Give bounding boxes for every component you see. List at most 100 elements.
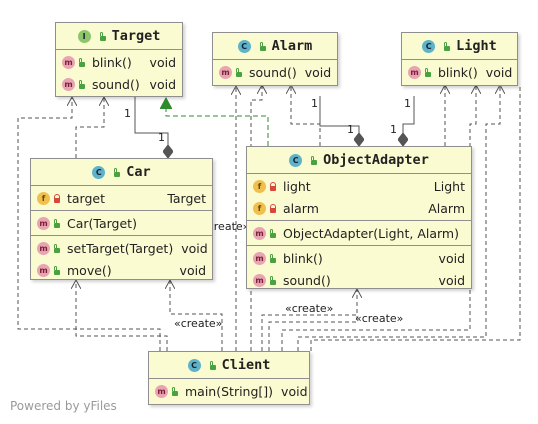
- edge-client-light-dependency-2: [297, 85, 500, 351]
- edge-client-light-dependency-3: [310, 85, 521, 351]
- public-visibility-icon: [443, 41, 451, 51]
- methods-section: m sound() void: [213, 60, 337, 84]
- field-type: Target: [167, 190, 206, 206]
- method-row[interactable]: m blink() void: [402, 61, 517, 83]
- methods-section: m blink() void m sound() void: [247, 246, 471, 292]
- method-row[interactable]: m sound() void: [56, 73, 182, 95]
- constructor-row[interactable]: m ObjectAdapter(Light, Alarm): [247, 222, 471, 244]
- class-icon: C: [422, 39, 436, 53]
- footer-powered-by: Powered by yFiles: [10, 399, 117, 413]
- public-visibility-icon: [424, 67, 432, 77]
- class-icon: C: [187, 358, 201, 372]
- method-row[interactable]: m blink() void: [56, 51, 182, 73]
- method-name: sound(): [249, 64, 297, 80]
- fields-section: f target Target: [31, 186, 212, 211]
- method-name: move(): [67, 262, 112, 278]
- field-row[interactable]: f alarm Alarm: [247, 197, 471, 219]
- edge-adapter-target-realization: [166, 98, 269, 146]
- public-visibility-icon: [310, 155, 318, 165]
- method-row[interactable]: m sound() void: [247, 269, 471, 291]
- method-row[interactable]: m sound() void: [213, 61, 337, 83]
- class-header: C Car: [31, 159, 212, 186]
- method-icon: m: [253, 226, 266, 240]
- multiplicity-adapter-light-top: 1: [404, 97, 411, 110]
- create-label-car-target: «create»: [201, 220, 250, 233]
- constructors-section: m Car(Target): [31, 211, 212, 236]
- method-type: void: [304, 64, 332, 80]
- method-name: sound(): [92, 76, 140, 92]
- edge-adapter-light-composition: [403, 96, 415, 146]
- class-car[interactable]: C Car f target Target m Car(Target) m se…: [30, 158, 213, 280]
- methods-section: m blink() void m sound() void: [56, 50, 182, 96]
- edge-client-car-dependency: [170, 280, 223, 351]
- private-visibility-icon: [53, 193, 61, 203]
- method-name: blink(): [283, 250, 323, 266]
- public-visibility-icon: [53, 243, 61, 253]
- method-row[interactable]: m move() void: [31, 259, 212, 281]
- class-target[interactable]: I Target m blink() void m sound() void: [55, 22, 183, 97]
- method-type: void: [438, 250, 465, 266]
- class-header: I Target: [56, 23, 182, 50]
- method-row[interactable]: m main(String[]) void: [149, 380, 309, 402]
- class-object-adapter[interactable]: C ObjectAdapter f light Light f alarm Al…: [246, 146, 472, 289]
- class-header: C Light: [402, 33, 517, 60]
- methods-section: m setTarget(Target) void m move() void: [31, 236, 212, 282]
- field-icon: f: [253, 179, 266, 193]
- field-row[interactable]: f target Target: [31, 187, 212, 209]
- field-icon: f: [37, 191, 50, 205]
- private-visibility-icon: [269, 181, 277, 191]
- method-icon: m: [155, 384, 168, 398]
- public-visibility-icon: [78, 57, 86, 67]
- public-visibility-icon: [99, 31, 107, 41]
- field-row[interactable]: f light Light: [247, 175, 471, 197]
- method-name: sound(): [283, 272, 331, 288]
- method-type: void: [438, 272, 465, 288]
- method-type: void: [485, 64, 513, 80]
- field-type: Light: [433, 178, 465, 194]
- method-icon: m: [37, 263, 50, 277]
- edge-client-alarm-dependency-2: [250, 85, 262, 351]
- method-type: void: [181, 240, 208, 256]
- class-name: Target: [111, 28, 161, 44]
- method-name: setTarget(Target): [67, 240, 174, 256]
- edge-client-car-create: [76, 280, 168, 351]
- method-icon: m: [253, 251, 266, 265]
- class-alarm[interactable]: C Alarm m sound() void: [212, 32, 338, 86]
- class-icon: C: [237, 39, 251, 53]
- class-light[interactable]: C Light m blink() void: [401, 32, 518, 86]
- field-type: Alarm: [428, 200, 465, 216]
- public-visibility-icon: [235, 67, 243, 77]
- create-label-client-adapter: «create»: [285, 302, 334, 315]
- multiplicity-adapter-alarm-top: 1: [311, 97, 318, 110]
- public-visibility-icon: [78, 79, 86, 89]
- public-visibility-icon: [269, 253, 277, 263]
- multiplicity-adapter-light-bottom: 1: [390, 123, 397, 136]
- class-name: Alarm: [271, 38, 313, 54]
- method-row[interactable]: m blink() void: [247, 247, 471, 269]
- field-name: light: [283, 178, 311, 194]
- constructor-name: ObjectAdapter(Light, Alarm): [283, 225, 459, 241]
- method-icon: m: [62, 77, 75, 91]
- method-icon: m: [37, 241, 50, 255]
- class-header: C Client: [149, 352, 309, 379]
- edge-client-target-dependency: [17, 97, 161, 351]
- edge-client-adapter-dependency: [268, 289, 358, 351]
- method-name: blink(): [92, 54, 132, 70]
- edge-adapter-alarm-dependency: [291, 85, 321, 146]
- create-label-client-car: «create»: [174, 317, 223, 330]
- method-row[interactable]: m setTarget(Target) void: [31, 237, 212, 259]
- constructors-section: m ObjectAdapter(Light, Alarm): [247, 221, 471, 246]
- interface-icon: I: [77, 29, 91, 43]
- edge-client-adapter-create: [261, 289, 357, 351]
- class-client[interactable]: C Client m main(String[]) void: [148, 351, 310, 405]
- public-visibility-icon: [113, 167, 121, 177]
- public-visibility-icon: [209, 360, 217, 370]
- create-label-client-light: «create»: [355, 312, 404, 325]
- class-header: C ObjectAdapter: [247, 147, 471, 174]
- field-icon: f: [253, 201, 266, 215]
- constructor-row[interactable]: m Car(Target): [31, 212, 212, 234]
- method-icon: m: [408, 65, 421, 79]
- edge-car-target-dependency: [75, 97, 104, 158]
- methods-section: m blink() void: [402, 60, 517, 84]
